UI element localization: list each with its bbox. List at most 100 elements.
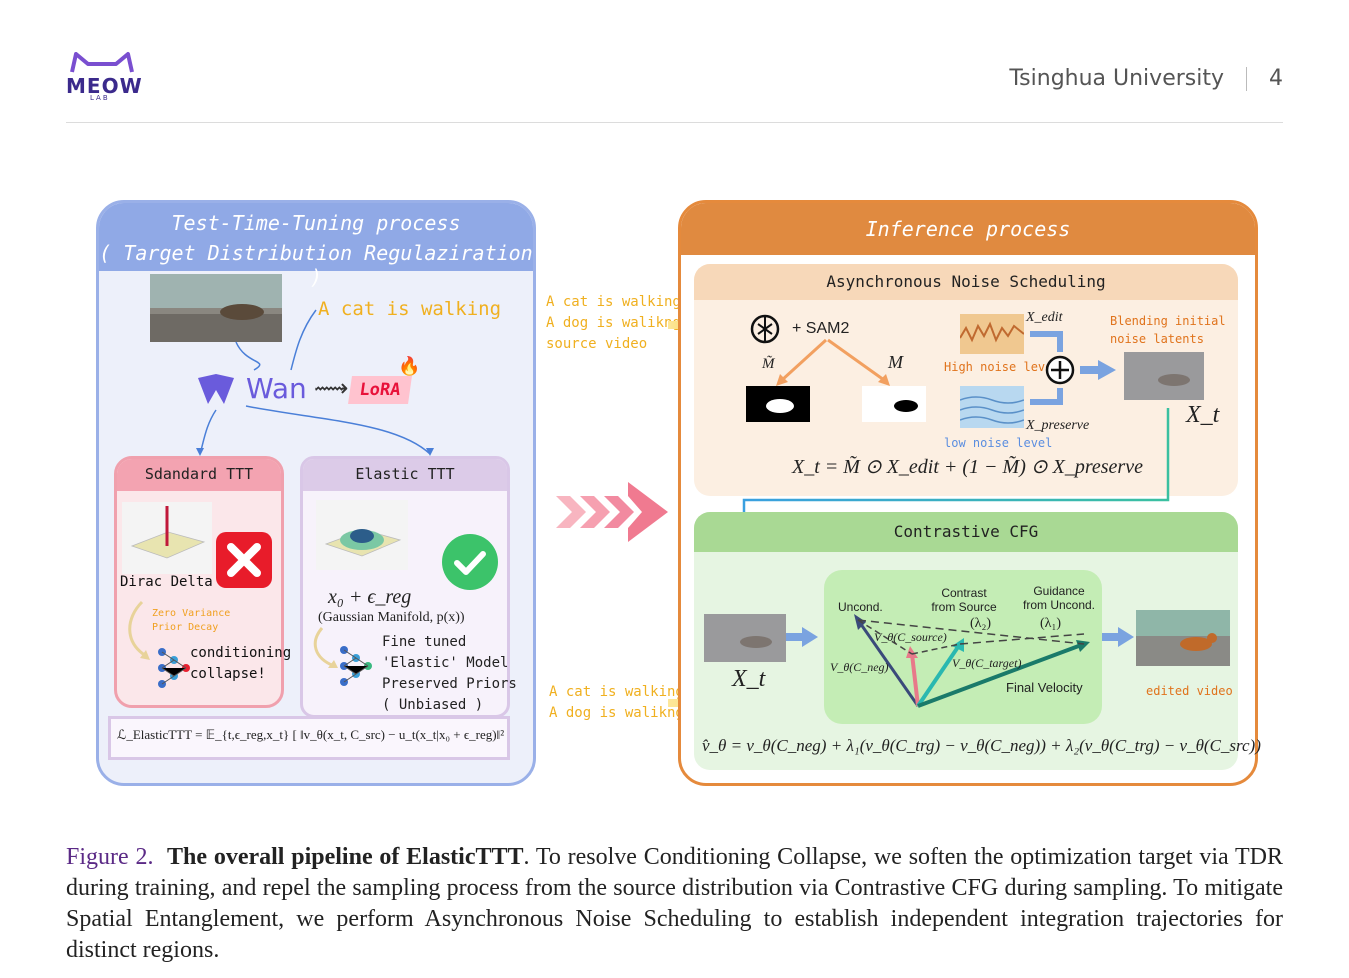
mask-arrows [776,338,890,386]
uncond-label: Uncond. [838,600,883,614]
ttt-title: Test-Time-Tuning process [171,211,461,235]
v-neg-label: V_θ(C_neg) [830,660,889,674]
header-separator [1246,66,1247,91]
link-icon: ⟿ [314,375,349,402]
header-right: Tsinghua University 4 [1009,66,1283,91]
sam2-label: + SAM2 [792,320,850,337]
collapse-label-1: conditioning [190,645,292,661]
x-edit-label: X_edit [1026,310,1063,325]
input-source-video: source video [546,336,648,352]
figure-label: Figure 2. [66,844,154,870]
elastic-ttt-header [303,459,507,491]
standard-ttt-title: Sdandard TTT [144,465,254,483]
dirac-delta-plot [122,502,212,574]
mask-label: M [888,352,903,372]
meow-lab-logo [70,52,134,73]
success-check-icon [442,534,498,590]
async-formula: X_t = M̃ ⊙ X_edit + (1 − M̃) ⊙ X_preserv… [792,456,1143,478]
low-noise-label: low noise level [944,436,1053,450]
wan-model-name: Wan [246,372,307,405]
input-prompt-cat-2: A cat is walking [549,684,684,700]
v-target-label: V_θ(C_target) [952,656,1022,670]
inference-panel-header [681,203,1255,255]
contrastive-cfg-header [694,512,1238,552]
high-noise-image [960,314,1024,354]
ttt-subtitle: ( Target Distribution Regulaziration ) [99,241,533,289]
ttt-prompt: A cat is walking [318,298,502,320]
page-number: 4 [1269,66,1283,91]
high-noise-label: High noise level [944,360,1060,374]
institution-name: Tsinghua University [1009,66,1224,91]
header-rule [66,122,1283,123]
velocity-vectors [854,614,1090,708]
gaussian-manifold-label: (Gaussian Manifold, p(x)) [318,610,465,625]
standard-ttt-box: Sdandard TTT [114,456,284,708]
figure-title: The overall pipeline of ElasticTTT [167,844,524,870]
ccfg-xt-label: X_t [732,666,766,692]
collapse-label-2: collapse! [190,666,266,682]
elastic-desc-1: Fine tuned [382,634,467,650]
decay-arrow [128,600,150,660]
contrastive-cfg-title: Contrastive CFG [893,522,1039,541]
low-noise-image [960,386,1024,428]
elastic-desc-3: Preserved Priors [382,676,517,692]
mask-tilde-label: M̃ [762,356,775,372]
standard-ttt-header [117,459,281,491]
cat-mask-image [862,386,926,422]
lambda2-label: (λ₂) [970,616,991,631]
input-prompt-dog: A dog is walikng [546,315,681,331]
ttt-arrows [196,309,434,456]
blend-arrows [1030,331,1116,405]
elastic-formula: x₀ + ϵ_reg [328,586,412,608]
prior-decay-label: Prior Decay [152,622,219,633]
inference-title: Inference process [865,217,1071,241]
contrast-line-1: Contrast [941,586,987,600]
collapsed-network-icon [158,648,190,688]
blend-label-1: Blending initial [1110,314,1226,328]
cat-video-thumbnail [150,274,282,342]
inverted-mask-image [746,386,810,422]
fail-x-icon [216,532,272,588]
x-preserve-label: X_preserve [1026,418,1090,433]
dirac-delta-label: Dirac Delta [120,574,213,590]
edited-video-thumbnail [1136,610,1230,666]
elastic-arrow [313,627,338,668]
contrast-label: Contrast from Source [928,586,1000,614]
figure-caption-body: . To resolve Conditioning Collapse, we s… [66,844,1284,963]
contrast-line-2: from Source [931,600,997,614]
lora-badge: LoRA [348,376,412,404]
v-source-label: V_θ(C_source) [874,630,947,644]
edited-video-label: edited video [1146,684,1233,698]
input-prompt-cat: A cat is walking [546,294,681,310]
elastic-network-icon [340,646,372,686]
async-noise-header [694,264,1238,300]
gaussian-plot [316,500,408,570]
ccfg-arrow-out [1102,627,1134,647]
logo-sub: LAB [90,94,110,102]
middle-input-bottom: A cat is walking A dog is walikng [549,682,684,724]
blend-label-2: noise latents [1110,332,1204,346]
async-xt-label: X_t [1186,402,1220,428]
final-velocity-label: Final Velocity [1006,680,1083,695]
input-prompt-dog-2: A dog is walikng [549,705,684,721]
async-noise-title: Asynchronous Noise Scheduling [826,272,1106,291]
blended-latent-image [1124,352,1204,400]
zero-variance-label: Zero Variance [152,608,231,619]
elastic-desc-2: 'Elastic' Model [382,655,509,671]
elastic-ttt-box: Elastic TTT [300,456,510,718]
loss-formula: ℒ_ElasticTTT = 𝔼_{t,ϵ_reg,x_t} [ ‖v_θ(x_… [108,716,510,760]
noisy-latent-image [704,614,786,662]
figure-caption: Figure 2. The overall pipeline of Elasti… [66,842,1283,966]
wan-logo-icon [198,374,234,404]
guidance-line-1: Guidance [1033,584,1085,598]
guidance-line-2: from Uncond. [1022,598,1096,612]
ccfg-arrow-in [786,627,818,647]
guidance-label: Guidance from Uncond. [1016,584,1102,612]
middle-input-top: A cat is walking A dog is walikng source… [546,292,681,355]
ttt-panel-header [99,203,533,271]
logo-text: MEOW [66,74,143,98]
openai-logo-icon [750,314,780,344]
stage-transition-arrow [556,482,668,542]
ccfg-formula: v̂_θ = v_θ(C_neg) + λ₁(v_θ(C_trg) − v_θ(… [702,736,1261,755]
elastic-ttt-title: Elastic TTT [355,465,455,483]
